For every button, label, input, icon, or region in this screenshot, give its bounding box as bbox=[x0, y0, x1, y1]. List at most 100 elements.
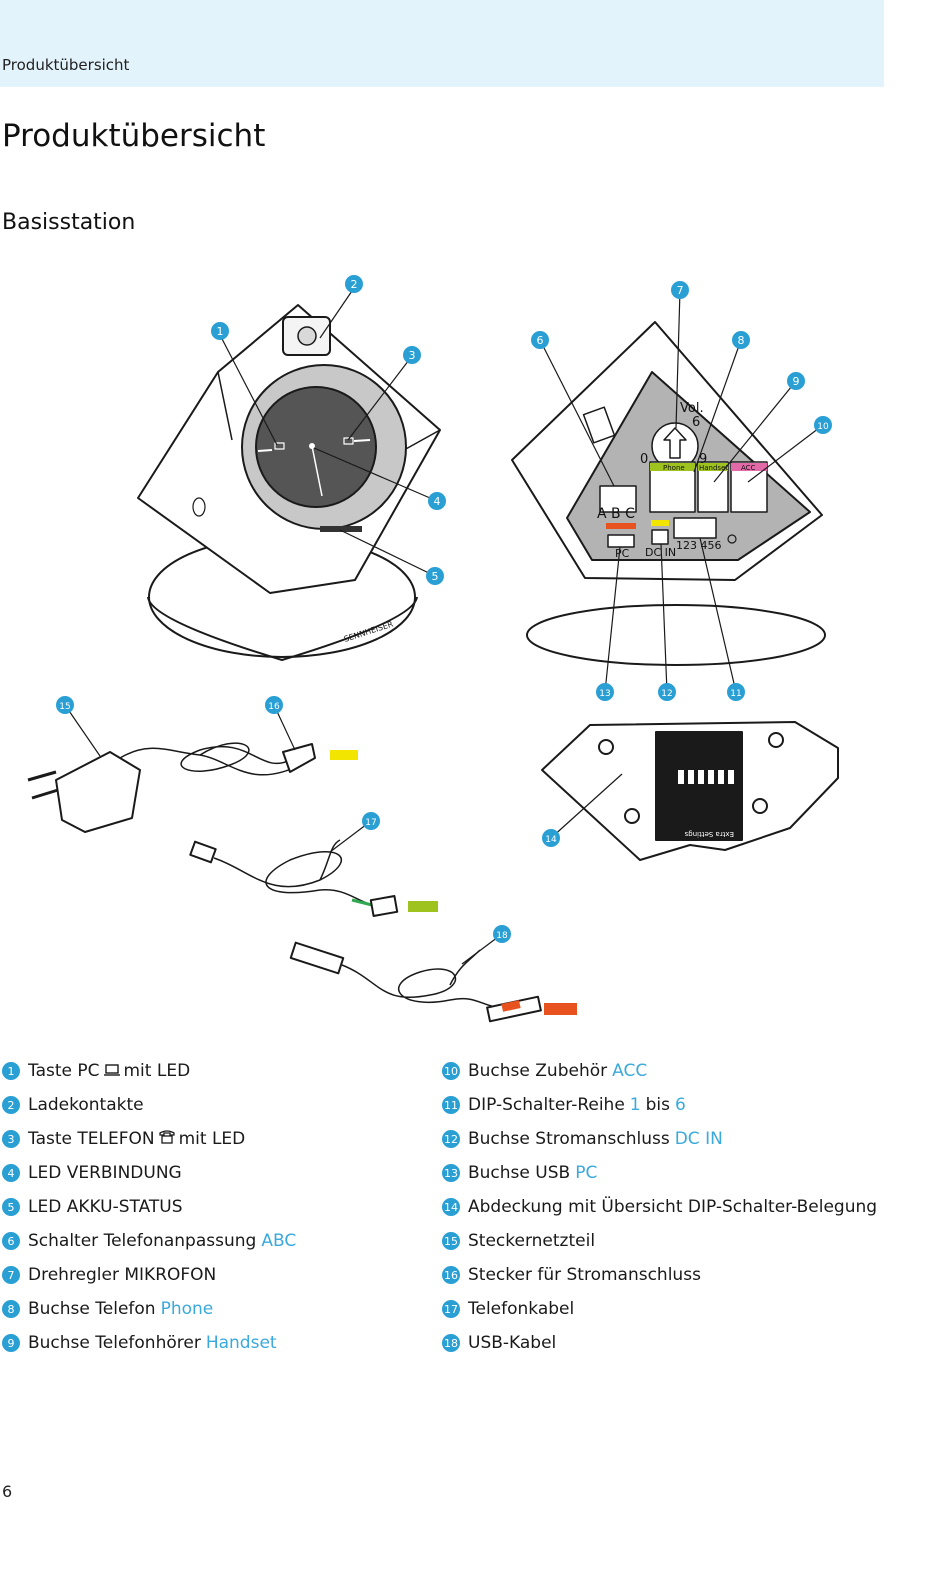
svg-text:5: 5 bbox=[432, 570, 439, 583]
callout-13: 13 bbox=[596, 683, 614, 701]
phone-button-icon bbox=[343, 437, 354, 445]
base-station-front: SENNHEISER bbox=[137, 304, 441, 661]
svg-text:9: 9 bbox=[793, 375, 800, 388]
legend-item: 7 Drehregler MIKROFON bbox=[2, 1258, 296, 1292]
battery-led bbox=[320, 526, 362, 532]
callout-1: 1 bbox=[211, 322, 229, 340]
svg-text:13: 13 bbox=[599, 689, 610, 699]
legend-number: 15 bbox=[442, 1232, 460, 1250]
legend-item: 15 Steckernetzteil bbox=[442, 1224, 877, 1258]
legend-item: 6 Schalter Telefonanpassung ABC bbox=[2, 1224, 296, 1258]
product-illustration: SENNHEISER Vol. 6 0 bbox=[27, 275, 839, 1023]
headset-dock-center bbox=[255, 386, 377, 508]
callout-17: 17 bbox=[362, 812, 380, 830]
legend-highlight: ABC bbox=[261, 1231, 297, 1251]
callout-8: 8 bbox=[732, 331, 750, 349]
legend-item: 3 Taste TELEFON mit LED bbox=[2, 1122, 296, 1156]
dial-6-label: 6 bbox=[692, 415, 700, 430]
vol-label: Vol. bbox=[680, 401, 704, 416]
extra-settings-label: Extra Settings bbox=[684, 830, 734, 838]
legend-number: 6 bbox=[2, 1232, 20, 1250]
callout-11: 11 bbox=[727, 683, 745, 701]
legend-text-suffix: mit LED bbox=[178, 1129, 246, 1149]
section-title: Basisstation bbox=[2, 210, 136, 235]
legend-text: Drehregler MIKROFON bbox=[28, 1265, 217, 1285]
header-band: Produktübersicht bbox=[0, 0, 884, 87]
telephone-cable bbox=[189, 839, 438, 917]
acc-label: ACC bbox=[741, 464, 756, 472]
legend-text: Abdeckung mit Übersicht DIP-Schalter-Bel… bbox=[468, 1197, 878, 1217]
callout-9: 9 bbox=[787, 372, 805, 390]
callout-4: 4 bbox=[428, 492, 446, 510]
svg-text:3: 3 bbox=[409, 349, 416, 362]
legend-highlight: DC IN bbox=[674, 1129, 723, 1149]
legend-number: 10 bbox=[442, 1062, 460, 1080]
legend-item: 16 Stecker für Stromanschluss bbox=[442, 1258, 877, 1292]
dip-settings-panel bbox=[655, 731, 743, 841]
legend-item: 14 Abdeckung mit Übersicht DIP-Schalter-B… bbox=[442, 1190, 877, 1224]
legend-number: 14 bbox=[442, 1198, 460, 1216]
legend-text: LED AKKU-STATUS bbox=[28, 1197, 183, 1217]
pc-button-icon bbox=[274, 442, 285, 450]
svg-text:16: 16 bbox=[268, 702, 280, 712]
legend-text-suffix: mit LED bbox=[123, 1061, 191, 1081]
legend-number: 16 bbox=[442, 1266, 460, 1284]
usb-cable bbox=[289, 941, 577, 1023]
callout-7: 7 bbox=[671, 281, 689, 299]
legend-item: 5 LED AKKU-STATUS bbox=[2, 1190, 296, 1224]
legend-text: Taste TELEFON bbox=[28, 1129, 155, 1149]
abc-switch bbox=[599, 485, 637, 513]
pc-jack-label: PC bbox=[615, 547, 630, 560]
abc-label: A B C bbox=[597, 506, 635, 522]
svg-text:7: 7 bbox=[677, 284, 684, 297]
usb-jack bbox=[607, 534, 635, 548]
legend-text: Buchse Stromanschluss bbox=[468, 1129, 670, 1149]
svg-text:6: 6 bbox=[537, 334, 544, 347]
dc-plug bbox=[282, 743, 316, 773]
callout-2: 2 bbox=[345, 275, 363, 293]
legend-text: Steckernetzteil bbox=[468, 1231, 596, 1251]
legend-number: 8 bbox=[2, 1300, 20, 1318]
legend-text: bis bbox=[645, 1095, 670, 1115]
legend-highlight: Handset bbox=[205, 1333, 277, 1353]
svg-text:14: 14 bbox=[545, 835, 557, 845]
dc-in-jack bbox=[651, 529, 669, 545]
legend-text: Buchse Telefon bbox=[28, 1299, 156, 1319]
dc-in-label: DC IN bbox=[645, 546, 676, 559]
callout-14: 14 bbox=[542, 829, 560, 847]
legend-number: 5 bbox=[2, 1198, 20, 1216]
svg-text:2: 2 bbox=[351, 278, 358, 291]
legend-text: Stecker für Stromanschluss bbox=[468, 1265, 701, 1285]
legend-number: 3 bbox=[2, 1130, 20, 1148]
page-number: 6 bbox=[2, 1482, 13, 1501]
legend-highlight: 6 bbox=[675, 1095, 686, 1115]
callout-3: 3 bbox=[403, 346, 421, 364]
callout-18: 18 bbox=[493, 925, 511, 943]
dip-switch-bank bbox=[673, 517, 717, 539]
legend-text: Buchse Telefonhörer bbox=[28, 1333, 201, 1353]
phone-icon bbox=[158, 1129, 175, 1149]
legend-text: DIP-Schalter-Reihe bbox=[468, 1095, 625, 1115]
page-title: Produktübersicht bbox=[2, 118, 266, 154]
legend-highlight: Phone bbox=[160, 1299, 214, 1319]
callout-12: 12 bbox=[658, 683, 676, 701]
dial-0-label: 0 bbox=[640, 452, 648, 467]
legend-item: 8 Buchse Telefon Phone bbox=[2, 1292, 296, 1326]
legend-number: 1 bbox=[2, 1062, 20, 1080]
legend-highlight: 1 bbox=[629, 1095, 641, 1115]
dip-label: 123 456 bbox=[676, 539, 722, 552]
svg-text:10: 10 bbox=[817, 422, 829, 432]
rj-plug-2 bbox=[369, 895, 399, 917]
dial-9-label: 9 bbox=[699, 452, 707, 467]
callout-16: 16 bbox=[265, 696, 283, 714]
legend-text: LED VERBINDUNG bbox=[28, 1163, 182, 1183]
callout-5: 5 bbox=[426, 567, 444, 585]
legend-number: 18 bbox=[442, 1334, 460, 1352]
svg-text:1: 1 bbox=[217, 325, 224, 338]
